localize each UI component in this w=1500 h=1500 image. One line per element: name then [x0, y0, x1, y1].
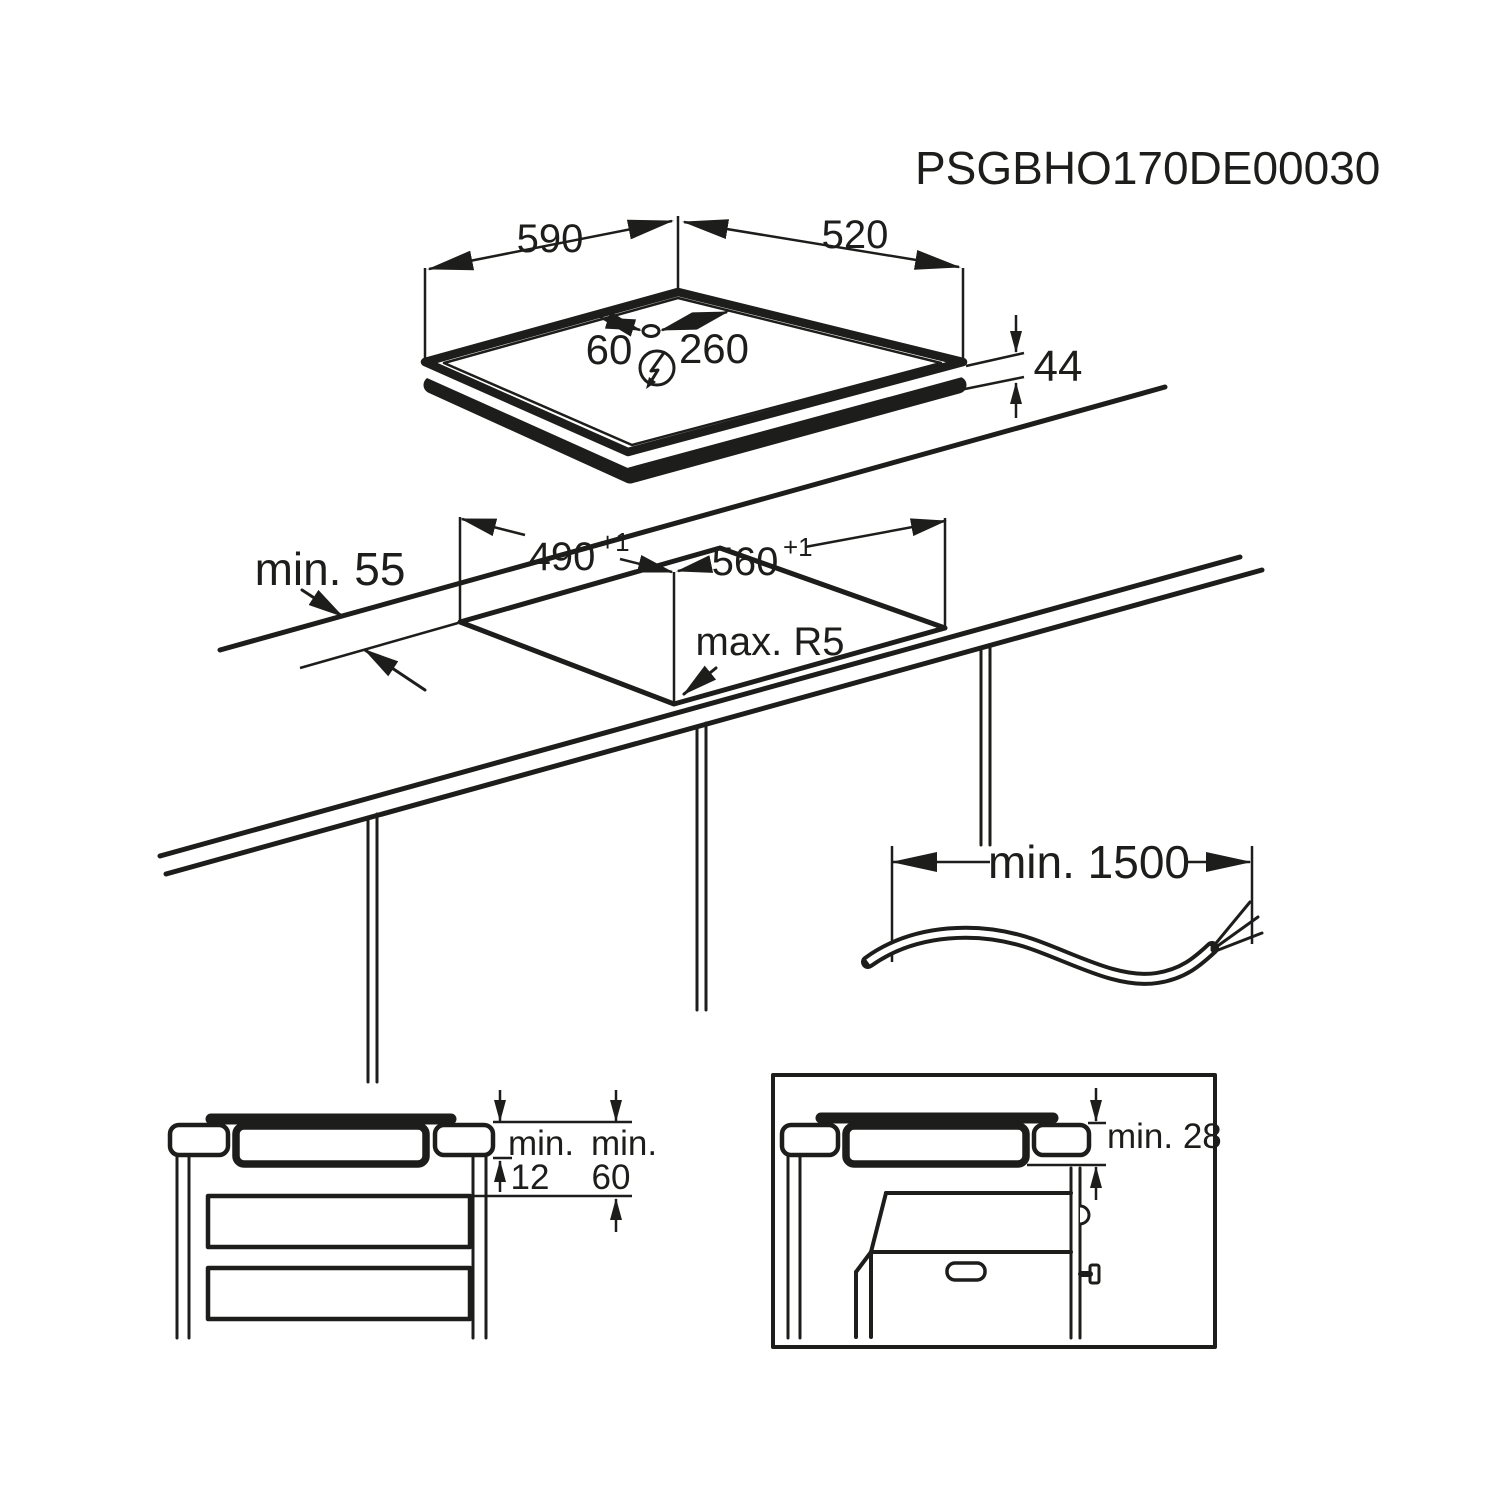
power-connection-icon: [638, 349, 676, 389]
dim-590-label: 590: [517, 217, 584, 261]
dim-490-label: 490: [529, 535, 596, 579]
hinge-bump: [1078, 1204, 1091, 1226]
dim-arrow-min55-lower: [363, 648, 427, 692]
oven-clearance-label: min. 28: [1107, 1117, 1222, 1156]
view-frame: [771, 1073, 1217, 1349]
drawer-clearance-view: min. 12 min. 60: [167, 1090, 657, 1340]
hob-body-side: [842, 1122, 1030, 1168]
worktop-front-edge-bottom: [163, 567, 1265, 877]
clearance-value-60: 60: [592, 1158, 631, 1197]
hob-base-gap: [424, 366, 962, 468]
extension-line: [965, 351, 1025, 368]
dim-line-560-b: [804, 518, 947, 549]
dim-line-260: [660, 310, 729, 332]
dim-560-label: 560: [712, 540, 779, 584]
clearance-min-label-1: min.: [508, 1124, 574, 1163]
dim-arrow-min55-upper: [300, 588, 344, 618]
clearance-min-label-2: min.: [591, 1124, 657, 1163]
lightning-bolt-icon: [648, 352, 665, 385]
worktop-cutout-view: min. 55 490 +1 560 +1 max. R5: [157, 384, 1265, 1084]
max-corner-radius-label: max. R5: [696, 620, 845, 664]
dim-line-520: [682, 219, 961, 270]
worktop-rear-edge: [217, 384, 1168, 653]
power-cable-core: [866, 929, 1215, 982]
worktop-right-section: [432, 1122, 496, 1158]
cabinet-right-panel: [1069, 1166, 1091, 1340]
dim-line-590: [427, 219, 674, 271]
hob-glass-inner-edge: [442, 296, 943, 447]
drawer-lower: [205, 1265, 473, 1322]
oven-outline: [854, 1191, 1073, 1339]
worktop-right-section: [1031, 1122, 1092, 1158]
oven-door-knob: [1078, 1263, 1101, 1285]
cable-length-label: min. 1500: [988, 836, 1190, 888]
dim-arrow-corner-radius: [682, 665, 718, 696]
worktop-front-edge-top: [157, 554, 1243, 859]
worktop-left-section: [167, 1122, 231, 1158]
dim-line-560-a: [676, 555, 714, 573]
dim-min55-label: min. 55: [255, 543, 406, 595]
hob-base: [423, 376, 967, 484]
cable-entry-point: [641, 324, 661, 338]
drawer-upper: [205, 1193, 473, 1250]
dim-line-60: [599, 311, 642, 337]
dim-490-tolerance: +1: [600, 527, 630, 557]
hob-isometric-view: 590 520 60 260 44: [420, 213, 1083, 484]
dim-60-label: 60: [586, 326, 633, 373]
dim-44-label: 44: [1034, 342, 1083, 391]
dim-520-label: 520: [822, 213, 889, 257]
oven-handle: [945, 1261, 987, 1282]
hob-body-side: [232, 1122, 430, 1168]
dim-560-tolerance: +1: [783, 532, 813, 562]
dim-line-490-b: [619, 555, 674, 574]
product-code: PSGBHO170DE00030: [915, 142, 1380, 194]
cutout-rear-extension-line: [299, 621, 459, 670]
dim-260-label: 260: [679, 325, 749, 372]
clearance-value-12: 12: [511, 1158, 550, 1197]
cabinet-panel-lines: [366, 643, 992, 1084]
cabinet-legs: [175, 1153, 488, 1340]
cable-wire-ends: [1210, 900, 1264, 954]
oven-clearance-view: min. 28: [771, 1073, 1222, 1349]
extension-line: [959, 375, 1025, 392]
power-cable-view: min. 1500: [861, 836, 1264, 986]
cabinet-legs: [786, 1153, 802, 1340]
dim-line-490-a: [460, 517, 526, 537]
worktop-left-section: [779, 1122, 841, 1158]
